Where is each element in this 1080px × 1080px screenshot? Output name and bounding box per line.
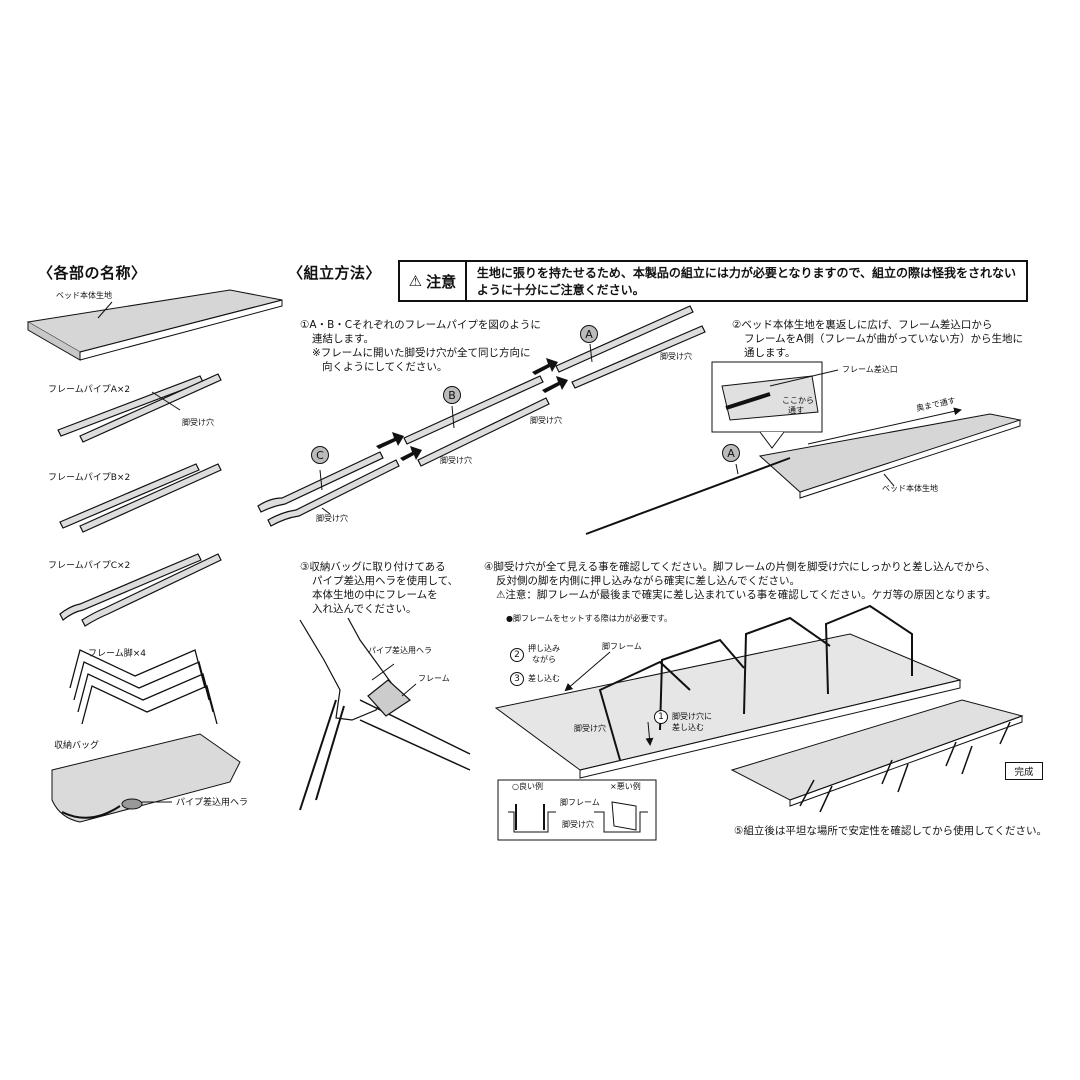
step1-line-3: ※フレームに開いた脚受け穴が全て同じ方向に [312, 347, 531, 359]
parts-bag-label: 収納バッグ [54, 741, 100, 751]
caution-box: ⚠ 注意 生地に張りを持たせるため、本製品の組立には力が必要となりますので、組立… [398, 260, 1028, 302]
step4-push-line2: ながら [532, 655, 556, 664]
inset-good-example: ○良い例 [512, 782, 543, 791]
caution-title: 注意 [426, 272, 457, 291]
step1-line-1: ①A・B・Cそれぞれのフレームパイプを図のように [300, 319, 541, 331]
step3-line-4: 入れ込んでください。 [312, 603, 417, 615]
caution-label: ⚠ 注意 [400, 262, 467, 300]
step4-line-3: ⚠注意：脚フレームが最後まで確実に差し込まれている事を確認してください。ケガ等の… [496, 589, 997, 601]
step4-insert-hole-line1: 脚受け穴に [672, 712, 712, 721]
step2-from-here-line2: 通す [788, 406, 804, 415]
parts-pipe-b-label: フレームパイプB×2 [48, 473, 131, 483]
step4-line-1: ④脚受け穴が全て見える事を確認してください。脚フレームの片側を脚受け穴にしっかり… [484, 561, 996, 573]
step1-hole-b1: 脚受け穴 [530, 416, 562, 425]
step3-frame-label: フレーム [418, 674, 450, 683]
inset-leg-hole-label: 脚受け穴 [562, 820, 594, 829]
step2-bed-illustration [585, 407, 1022, 535]
step1-label-b: B [443, 386, 461, 404]
step4-push-line1: 押し込み [528, 644, 560, 653]
parts-pipe-c-label: フレームパイプC×2 [48, 561, 131, 571]
storage-bag-illustration [51, 733, 241, 823]
step3-instructions: ③収納バッグに取り付けてある パイプ差込用ヘラを使用して、 本体生地の中にフレー… [300, 560, 458, 616]
step3-line-2: パイプ差込用ヘラを使用して、 [312, 575, 459, 587]
step1-line-4: 向くようにしてください。 [322, 361, 448, 373]
step2-from-here-line1: ここから [782, 396, 814, 405]
step4-num-3: 3 [510, 672, 524, 686]
step2-inset-illustration [711, 361, 839, 449]
bed-fabric-illustration [26, 289, 283, 361]
step4-num-1: 1 [654, 710, 668, 724]
step4-leg-frame-label: 脚フレーム [602, 642, 642, 651]
step1-line-2: 連結します。 [312, 333, 374, 345]
step4-bed-illustration [494, 604, 962, 779]
caution-line-2: ように十分にご注意ください。 [476, 283, 645, 297]
parts-spatula-label: パイプ差込用ヘラ [176, 798, 249, 808]
step3-spatula-label: パイプ差込用ヘラ [368, 646, 432, 655]
warning-icon: ⚠ [408, 272, 423, 290]
step1-label-a: A [580, 325, 598, 343]
step4-line-2: 反対側の脚を内側に押し込みながら確実に差し込んでください。 [496, 575, 800, 587]
pipe-c-illustration [59, 553, 222, 627]
completed-badge: 完成 [1005, 762, 1043, 780]
step3-line-3: 本体生地の中にフレームを [312, 589, 438, 601]
step4-instructions: ④脚受け穴が全て見える事を確認してください。脚フレームの片側を脚受け穴にしっかり… [484, 560, 996, 602]
caution-text: 生地に張りを持たせるため、本製品の組立には力が必要となりますので、組立の際は怪我… [467, 262, 1026, 300]
step1-pipes-illustration [257, 305, 706, 527]
step2-frame-slot-label: フレーム差込口 [842, 365, 898, 374]
completed-bed-illustration [730, 699, 1024, 813]
step4-num-2: 2 [510, 648, 524, 662]
parts-pipe-a-label: フレームパイプA×2 [48, 385, 131, 395]
step1-hole-b2: 脚受け穴 [440, 456, 472, 465]
step1-hole-a: 脚受け穴 [660, 352, 692, 361]
step4-insert-label: 差し込む [528, 674, 560, 683]
pipe-a-illustration [57, 373, 222, 443]
parts-legs-label: フレーム脚×4 [88, 649, 146, 659]
step4-note: ●脚フレームをセットする際は力が必要です。 [506, 614, 672, 623]
inset-bad-example: ×悪い例 [610, 782, 641, 791]
step2-line-2: フレームをA側（フレームが曲がっていない方）から生地に [744, 333, 1024, 345]
step5-instructions: ⑤組立後は平坦な場所で安定性を確認してから使用してください。 [734, 825, 1047, 837]
caution-line-1: 生地に張りを持たせるため、本製品の組立には力が必要となりますので、組立の際は怪我… [476, 266, 1016, 280]
frame-legs-illustration [69, 649, 218, 725]
step1-instructions: ①A・B・Cそれぞれのフレームパイプを図のように 連結します。 ※フレームに開い… [300, 318, 541, 374]
step2-line-1: ②ベッド本体生地を裏返しに広げ、フレーム差込口から [732, 319, 993, 331]
step3-line-1: ③収納バッグに取り付けてある [300, 561, 446, 573]
step1-label-c: C [311, 446, 329, 464]
step2-line-3: 通します。 [744, 347, 796, 359]
assembly-heading: 〈組立方法〉 [288, 264, 382, 282]
inset-leg-frame-label: 脚フレーム [560, 798, 600, 807]
parts-heading: 〈各部の名称〉 [38, 264, 147, 282]
step2-label-a: A [722, 444, 740, 462]
step3-hand-illustration [299, 617, 471, 811]
step1-hole-c: 脚受け穴 [316, 514, 348, 523]
pipe-b-illustration [59, 463, 222, 533]
step4-inset-illustration [497, 779, 657, 841]
step4-insert-hole-line2: 差し込む [672, 723, 704, 732]
parts-leg-hole-label: 脚受け穴 [182, 418, 214, 427]
step4-leg-hole-label: 脚受け穴 [574, 724, 606, 733]
step2-bed-fabric-label: ベッド本体生地 [882, 484, 938, 493]
step2-instructions: ②ベッド本体生地を裏返しに広げ、フレーム差込口から フレームをA側（フレームが曲… [732, 318, 1023, 360]
parts-bed-fabric-label: ベッド本体生地 [56, 291, 112, 300]
